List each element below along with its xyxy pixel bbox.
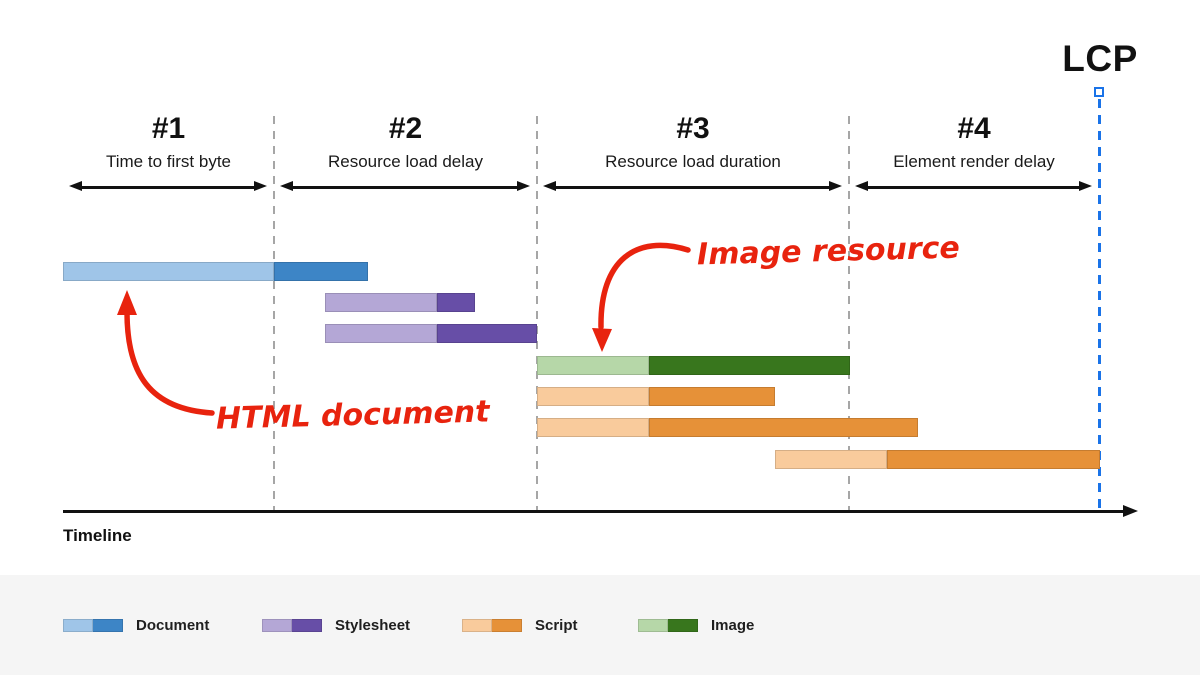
legend-item-script: Script xyxy=(462,616,578,634)
stylesheet-bar-light-segment xyxy=(325,293,437,312)
legend-item-image: Image xyxy=(638,616,755,634)
legend-item-document: Document xyxy=(63,616,210,634)
arrow-right-head-icon xyxy=(1079,181,1092,191)
image-bar-light-segment xyxy=(537,356,649,375)
script-bar-dark-segment xyxy=(649,387,775,406)
phase-number: #1 xyxy=(151,112,186,145)
phase-label: Time to first byte xyxy=(105,152,231,171)
phase-range-arrow xyxy=(280,179,530,195)
legend-swatch-dark xyxy=(668,618,698,632)
arrow-line xyxy=(864,186,1083,189)
script-bar-light-segment xyxy=(775,450,887,469)
timeline-label: Timeline xyxy=(63,526,132,545)
phase-divider xyxy=(273,116,275,511)
stylesheet-bar-dark-segment xyxy=(437,293,475,312)
arrow-line xyxy=(289,186,521,189)
legend-label: Stylesheet xyxy=(335,616,411,634)
script-bar-dark-segment xyxy=(887,450,1100,469)
legend-swatch-light xyxy=(262,618,292,632)
image-resource-arrow xyxy=(598,242,691,330)
stylesheet-bar-dark-segment xyxy=(437,324,537,343)
document-bar-light-segment xyxy=(63,262,274,281)
legend-swatch-dark xyxy=(492,618,522,632)
legend-swatch-light xyxy=(462,618,492,632)
arrow-line xyxy=(78,186,258,189)
arrow-line xyxy=(552,186,833,189)
phase-number: #3 xyxy=(676,112,710,145)
annotation-html-document: HTML document xyxy=(215,394,490,437)
timeline-axis xyxy=(63,510,1125,513)
legend-label: Script xyxy=(535,616,578,634)
legend-item-stylesheet: Stylesheet xyxy=(262,616,411,634)
annotation-image-resource: Image resource xyxy=(696,230,961,273)
legend-swatch-light xyxy=(63,618,93,632)
document-bar-dark-segment xyxy=(274,262,368,281)
arrow-right-head-icon xyxy=(254,181,267,191)
legend-band: Document Stylesheet Script Image xyxy=(0,575,1200,675)
phase-label: Element render delay xyxy=(893,152,1055,171)
lcp-marker-square-icon xyxy=(1094,87,1104,97)
arrow-left-head-icon xyxy=(543,181,556,191)
legend-swatch-dark xyxy=(292,618,322,632)
phase-number: #4 xyxy=(957,112,991,145)
arrow-left-head-icon xyxy=(280,181,293,191)
legend-label: Image xyxy=(711,616,755,634)
phase-range-arrow xyxy=(69,179,267,195)
phase-divider xyxy=(536,116,538,511)
image-resource-arrowhead xyxy=(592,328,612,352)
phase-range-arrow xyxy=(543,179,842,195)
legend-label: Document xyxy=(136,616,210,634)
legend-swatch-dark xyxy=(93,618,123,632)
phase-range-arrow xyxy=(855,179,1092,195)
arrow-right-head-icon xyxy=(517,181,530,191)
html-document-arrow xyxy=(124,309,215,416)
stylesheet-bar-light-segment xyxy=(325,324,437,343)
script-bar-dark-segment xyxy=(649,418,918,437)
lcp-title: LCP xyxy=(1062,38,1138,79)
phase-divider xyxy=(848,116,850,511)
arrow-right-head-icon xyxy=(829,181,842,191)
script-bar-light-segment xyxy=(537,387,649,406)
html-document-arrowhead xyxy=(117,290,137,315)
phase-label: Resource load delay xyxy=(328,152,483,171)
legend-swatch-light xyxy=(638,618,668,632)
image-bar-dark-segment xyxy=(649,356,850,375)
phase-label: Resource load duration xyxy=(605,152,781,171)
lcp-dashed-line xyxy=(1098,99,1101,511)
timeline-axis-arrowhead-icon xyxy=(1123,505,1138,517)
arrow-left-head-icon xyxy=(855,181,868,191)
phase-number: #2 xyxy=(388,112,423,145)
script-bar-light-segment xyxy=(537,418,649,437)
arrow-left-head-icon xyxy=(69,181,82,191)
